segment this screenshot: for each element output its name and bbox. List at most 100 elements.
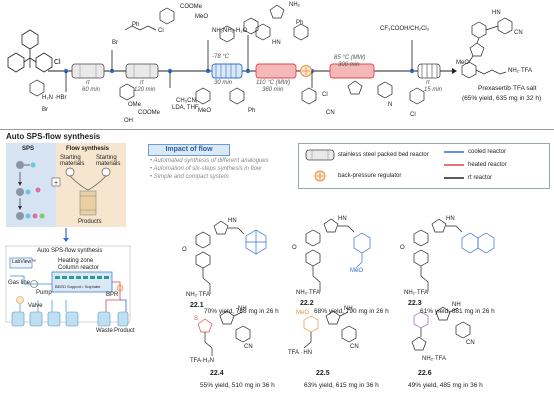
legend-rt: rt reactor [468,175,493,181]
cl-label-top: Cl [158,28,164,34]
cond-2-rt: rt [140,80,144,86]
valve-label: Valve [28,303,43,309]
structure-22-3 [413,218,495,292]
labview-button[interactable]: LabView™ [12,259,37,265]
reactor-1 [71,63,105,79]
c4-tfa-label: TFA·H₂N [190,358,214,364]
product-meo: MeO [456,60,470,66]
cond-7-time: 15 min [424,87,443,93]
cond-1-rt: rt [86,80,90,86]
start-mat-2a: Starting [96,155,117,161]
c2-nh2tfa: NH₂·TFA [296,290,320,296]
legend-box [298,143,550,189]
legend-cooled: cooled reactor [468,149,507,155]
cl-label-bottom-2: Cl [410,112,416,118]
oh-label: OH [124,118,133,124]
cond-3-reagents-2: LDA, THF [172,105,199,111]
c2-id: 22.2 [300,300,314,307]
c3-o-label: O [400,245,405,251]
c4-id: 22.4 [210,370,224,377]
product-hn: HN [492,10,501,16]
impact-item-3: • Simple and compact system [150,174,229,180]
legend-packed-bed: stainless steel packed bed reactor [338,152,429,158]
heated-reactor-2 [329,63,375,79]
cl-label-1: Cl [54,59,61,66]
c3-hn-label: HN [446,216,455,222]
c2-yield: 68% yield, 790 mg in 26 h [314,308,389,315]
cond-2-time: 120 min [134,87,156,93]
hn-label-top: HN [272,40,281,46]
ph-label-bottom: Ph [248,108,256,114]
hydrazine-label: NH₂NH₂·H₂O [212,28,248,34]
c1-hn-label: HN [228,218,237,224]
c5-tfa-label: TFA · HN [288,350,313,356]
impact-item-1: • Automated synthesis of different analo… [150,158,269,164]
auto-sps-flow-label: Auto SPS-flow synthesis [37,248,103,254]
reactor-2 [125,63,159,79]
pump-label: Pump [36,290,52,296]
n-label-bottom: N [388,102,393,108]
cond-4-time: 30 min [214,80,233,86]
cooMe-label: COOMe [138,110,161,116]
section-title: Auto SPS-flow synthesis [6,132,101,141]
sps-panel [6,143,56,227]
structure-22-1 [195,220,267,294]
cn-label-bottom: CN [326,110,335,116]
cond-5-temp: 110 °C (MW) [256,80,291,86]
product-nh2tfa: NH₂·TFA [508,68,532,74]
c4-yield: 55% yield, 510 mg in 36 h [200,382,275,389]
hbr-reagent: H₂N ·HBr [42,95,67,101]
product-cn: CN [514,30,523,36]
ome-label: OMe [128,102,142,108]
acid-label: CF₃COOH/CH₂Cl₂ [380,26,430,32]
product-yield: (65% yield, 635 mg in 32 h) [462,95,542,102]
product-name: Prexasertib·TFA salt [478,85,537,92]
bpr-label: BPR [106,292,119,298]
br-reagent: Br [42,107,48,113]
cond-6-temp: 85 °C (MW) [334,55,366,61]
start-mat-2b: materials [96,161,121,167]
c1-id: 22.1 [190,302,204,309]
cond-4-temp: -78 °C [212,54,230,60]
impact-title: Impact of flow [148,144,230,156]
svg-text:+: + [54,180,58,187]
sps-label: SPS [22,146,35,152]
cond-6-time: 300 min [338,62,360,68]
structure-22-2 [305,218,371,292]
c3-yield: 61% yield, 681 mg in 26 h [420,308,495,315]
c1-o-label: O [182,247,187,253]
intermediate-structures-bottom [29,79,425,105]
impact-item-2: • Automation of six-steps synthesis in f… [150,166,262,172]
product-label: Product [114,328,135,334]
column-reactor-label: Column reactor [58,265,100,271]
column-sub-label: BEED Support • Sulphate [55,284,101,289]
heating-zone-label: Heating zone [58,258,94,264]
legend-bpr: back-pressure regulator [338,173,402,179]
meo-label-bottom: MeO [198,108,212,114]
cl-label-bottom: Cl [322,92,328,98]
structure-22-5 [303,310,357,349]
start-mat-1b: materials [60,161,85,167]
flow-label: Flow synthesis [66,146,110,152]
c6-yield: 49% yield, 485 mg in 36 h [408,382,483,389]
c4-nh-label: NH [238,306,247,312]
c6-cn-label: CN [466,340,475,346]
start-mat-1a: Starting [60,155,81,161]
cond-5-time: 360 min [262,87,284,93]
feed-lines [65,35,413,92]
intermediate-structures-top [124,4,309,43]
c1-nh2tfa: NH₂·TFA [186,292,210,298]
c6-id: 22.6 [418,370,432,377]
c1-yield: 70% yield, 768 mg in 26 h [204,308,279,315]
section-divider [0,129,554,130]
prexasertib-structure [461,17,513,79]
c2-meo-label: MeO [350,268,364,274]
gas-line-label: Gas line [8,280,31,286]
c5-nh-label: NH [344,306,353,312]
br-label-top: Br [112,40,118,46]
cond-7-rt: rt [426,80,430,86]
heated-reactor-1 [255,63,297,79]
c4-s-label: S [194,316,199,322]
